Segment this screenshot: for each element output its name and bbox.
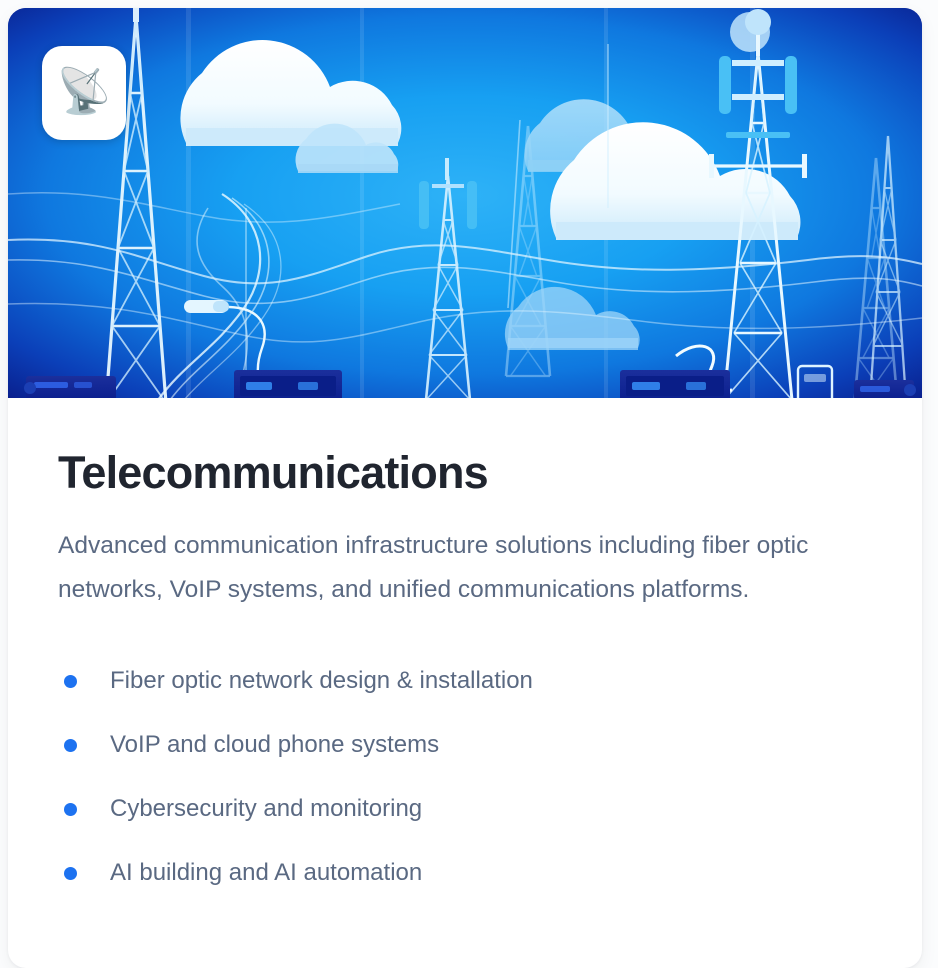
list-item: VoIP and cloud phone systems [58,714,866,778]
hero-banner: 📡 [8,8,922,398]
bullet-dot-icon [64,675,77,688]
bullet-dot-icon [64,867,77,880]
page-title: Telecommunications [58,447,489,498]
bullet-dot-icon [64,739,77,752]
service-icon-badge: 📡 [42,46,126,140]
list-item-label: VoIP and cloud phone systems [110,731,440,759]
bullet-dot-icon [64,803,77,816]
service-card: 📡 Telecommunications Advanced communicat… [8,8,922,968]
list-item: Fiber optic network design & installatio… [58,650,866,714]
feature-list: Fiber optic network design & installatio… [58,650,866,906]
satellite-antenna-icon: 📡 [56,67,112,116]
list-item: AI building and AI automation [58,842,866,906]
list-item-label: Fiber optic network design & installatio… [110,667,533,695]
telecom-hero-illustration [8,8,922,398]
list-item-label: AI building and AI automation [110,859,423,887]
list-item: Cybersecurity and monitoring [58,778,866,842]
card-body: Telecommunications Advanced communicatio… [8,398,922,946]
service-description: Advanced communication infrastructure so… [58,531,809,603]
list-item-label: Cybersecurity and monitoring [110,795,423,823]
